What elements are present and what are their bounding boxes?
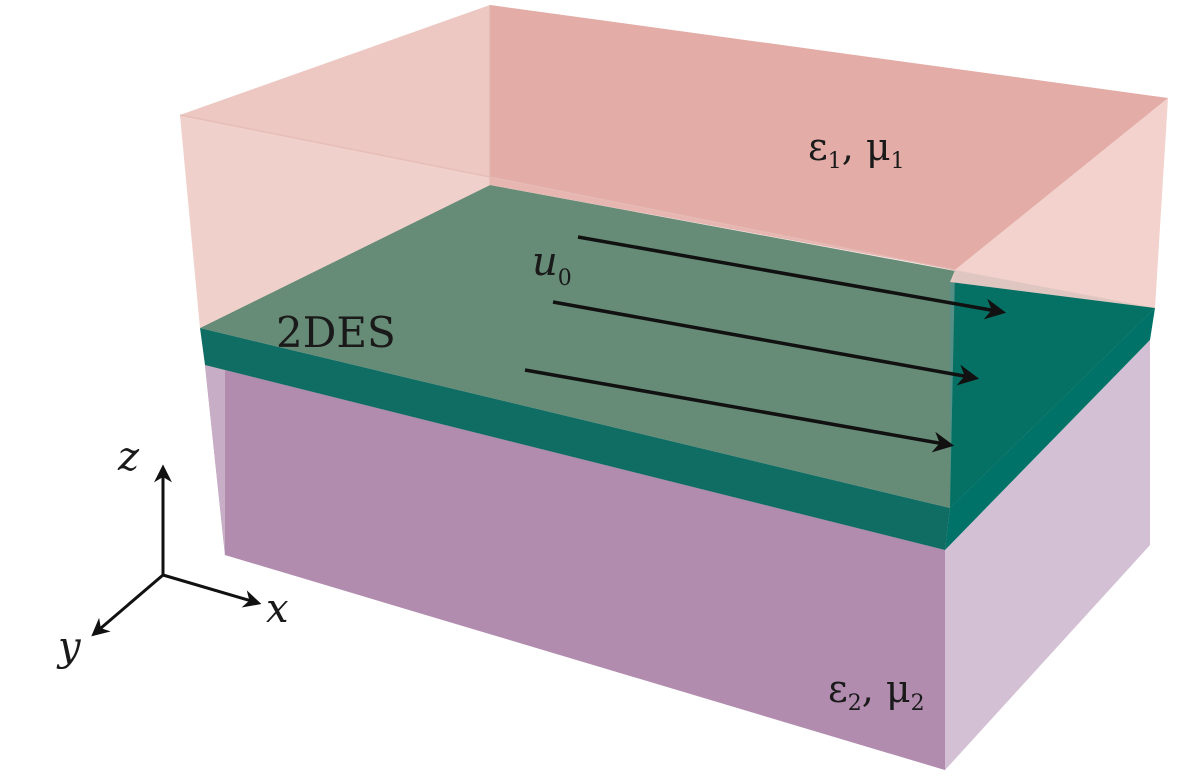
top-medium-right-face (950, 98, 1168, 308)
bottom-medium-front-face (205, 365, 945, 770)
axis-x-label: x (266, 586, 289, 632)
top-medium (179, 5, 1168, 508)
sheet-top-surface (200, 185, 1155, 508)
bottom-medium-left-face (205, 365, 225, 555)
top-medium-edge-front (179, 114, 956, 271)
label-2des: 2DES (276, 308, 396, 357)
axis-triad-icon: z x y (56, 434, 289, 670)
top-medium-front-face (180, 115, 955, 508)
label-top-medium: ε1, μ1 (808, 125, 905, 174)
label-drift-velocity: u0 (532, 239, 572, 291)
arrow-right-icon (524, 368, 955, 453)
top-medium-left-face (180, 5, 490, 328)
label-bottom-medium: ε2, μ2 (828, 667, 925, 716)
axis-z-label: z (117, 434, 140, 480)
arrow-right-icon (577, 235, 1007, 320)
axis-x-line (162, 573, 262, 608)
axis-y-label: y (56, 624, 82, 670)
top-medium-back-wall (490, 5, 1168, 270)
sheet-front-edge (200, 328, 950, 550)
sheet-top-right-shade (950, 270, 1155, 508)
drift-arrows (524, 235, 1007, 453)
arrow-right-icon (552, 300, 980, 386)
bottom-medium-right-face (945, 340, 1150, 770)
sheet-right-edge (945, 308, 1155, 550)
axis-y-line (91, 573, 164, 637)
sheet-2des (200, 185, 1155, 550)
